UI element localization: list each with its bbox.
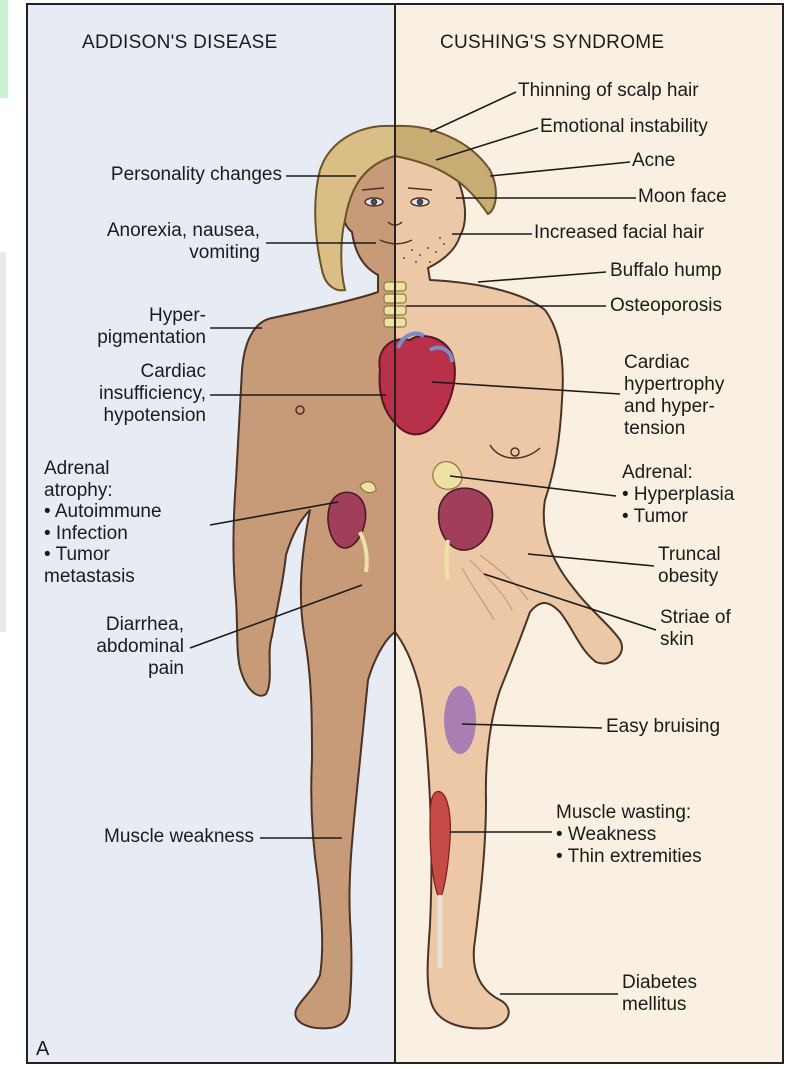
label-increased-facial-hair: Increased facial hair [534,222,704,244]
label-moon-face: Moon face [638,186,727,208]
label-osteoporosis: Osteoporosis [610,295,722,317]
label-muscle-weakness: Muscle weakness [104,826,254,848]
label-easy-bruising: Easy bruising [606,716,720,738]
label-muscle-wasting: Muscle wasting: • Weakness • Thin extrem… [556,802,702,868]
ureter-right [447,540,449,580]
label-thinning-scalp-hair: Thinning of scalp hair [518,80,699,102]
label-hyperpigmentation: Hyper- pigmentation [97,305,206,349]
label-buffalo-hump: Buffalo hump [610,260,722,282]
header-cushing: CUSHING'S SYNDROME [440,32,664,54]
label-diarrhea: Diarrhea, abdominal pain [96,614,184,680]
label-adrenal-atrophy: Adrenal atrophy: • Autoimmune • Infectio… [44,458,162,587]
label-personality-changes: Personality changes [111,164,282,186]
header-addison: ADDISON'S DISEASE [82,32,278,54]
label-diabetes-mellitus: Diabetes mellitus [622,972,697,1016]
label-striae-of-skin: Striae of skin [660,607,731,651]
bruise [444,686,476,754]
label-anorexia: Anorexia, nausea, vomiting [107,220,260,264]
label-acne: Acne [632,150,675,172]
label-cardiac-insufficiency: Cardiac insufficiency, hypotension [99,361,206,427]
label-truncal-obesity: Truncal obesity [658,544,721,588]
panel-letter: A [36,1038,50,1061]
label-adrenal-hyperplasia: Adrenal: • Hyperplasia • Tumor [622,462,734,528]
label-cardiac-hypertrophy: Cardiac hypertrophy and hyper- tension [624,352,724,440]
label-emotional-instability: Emotional instability [540,116,708,138]
